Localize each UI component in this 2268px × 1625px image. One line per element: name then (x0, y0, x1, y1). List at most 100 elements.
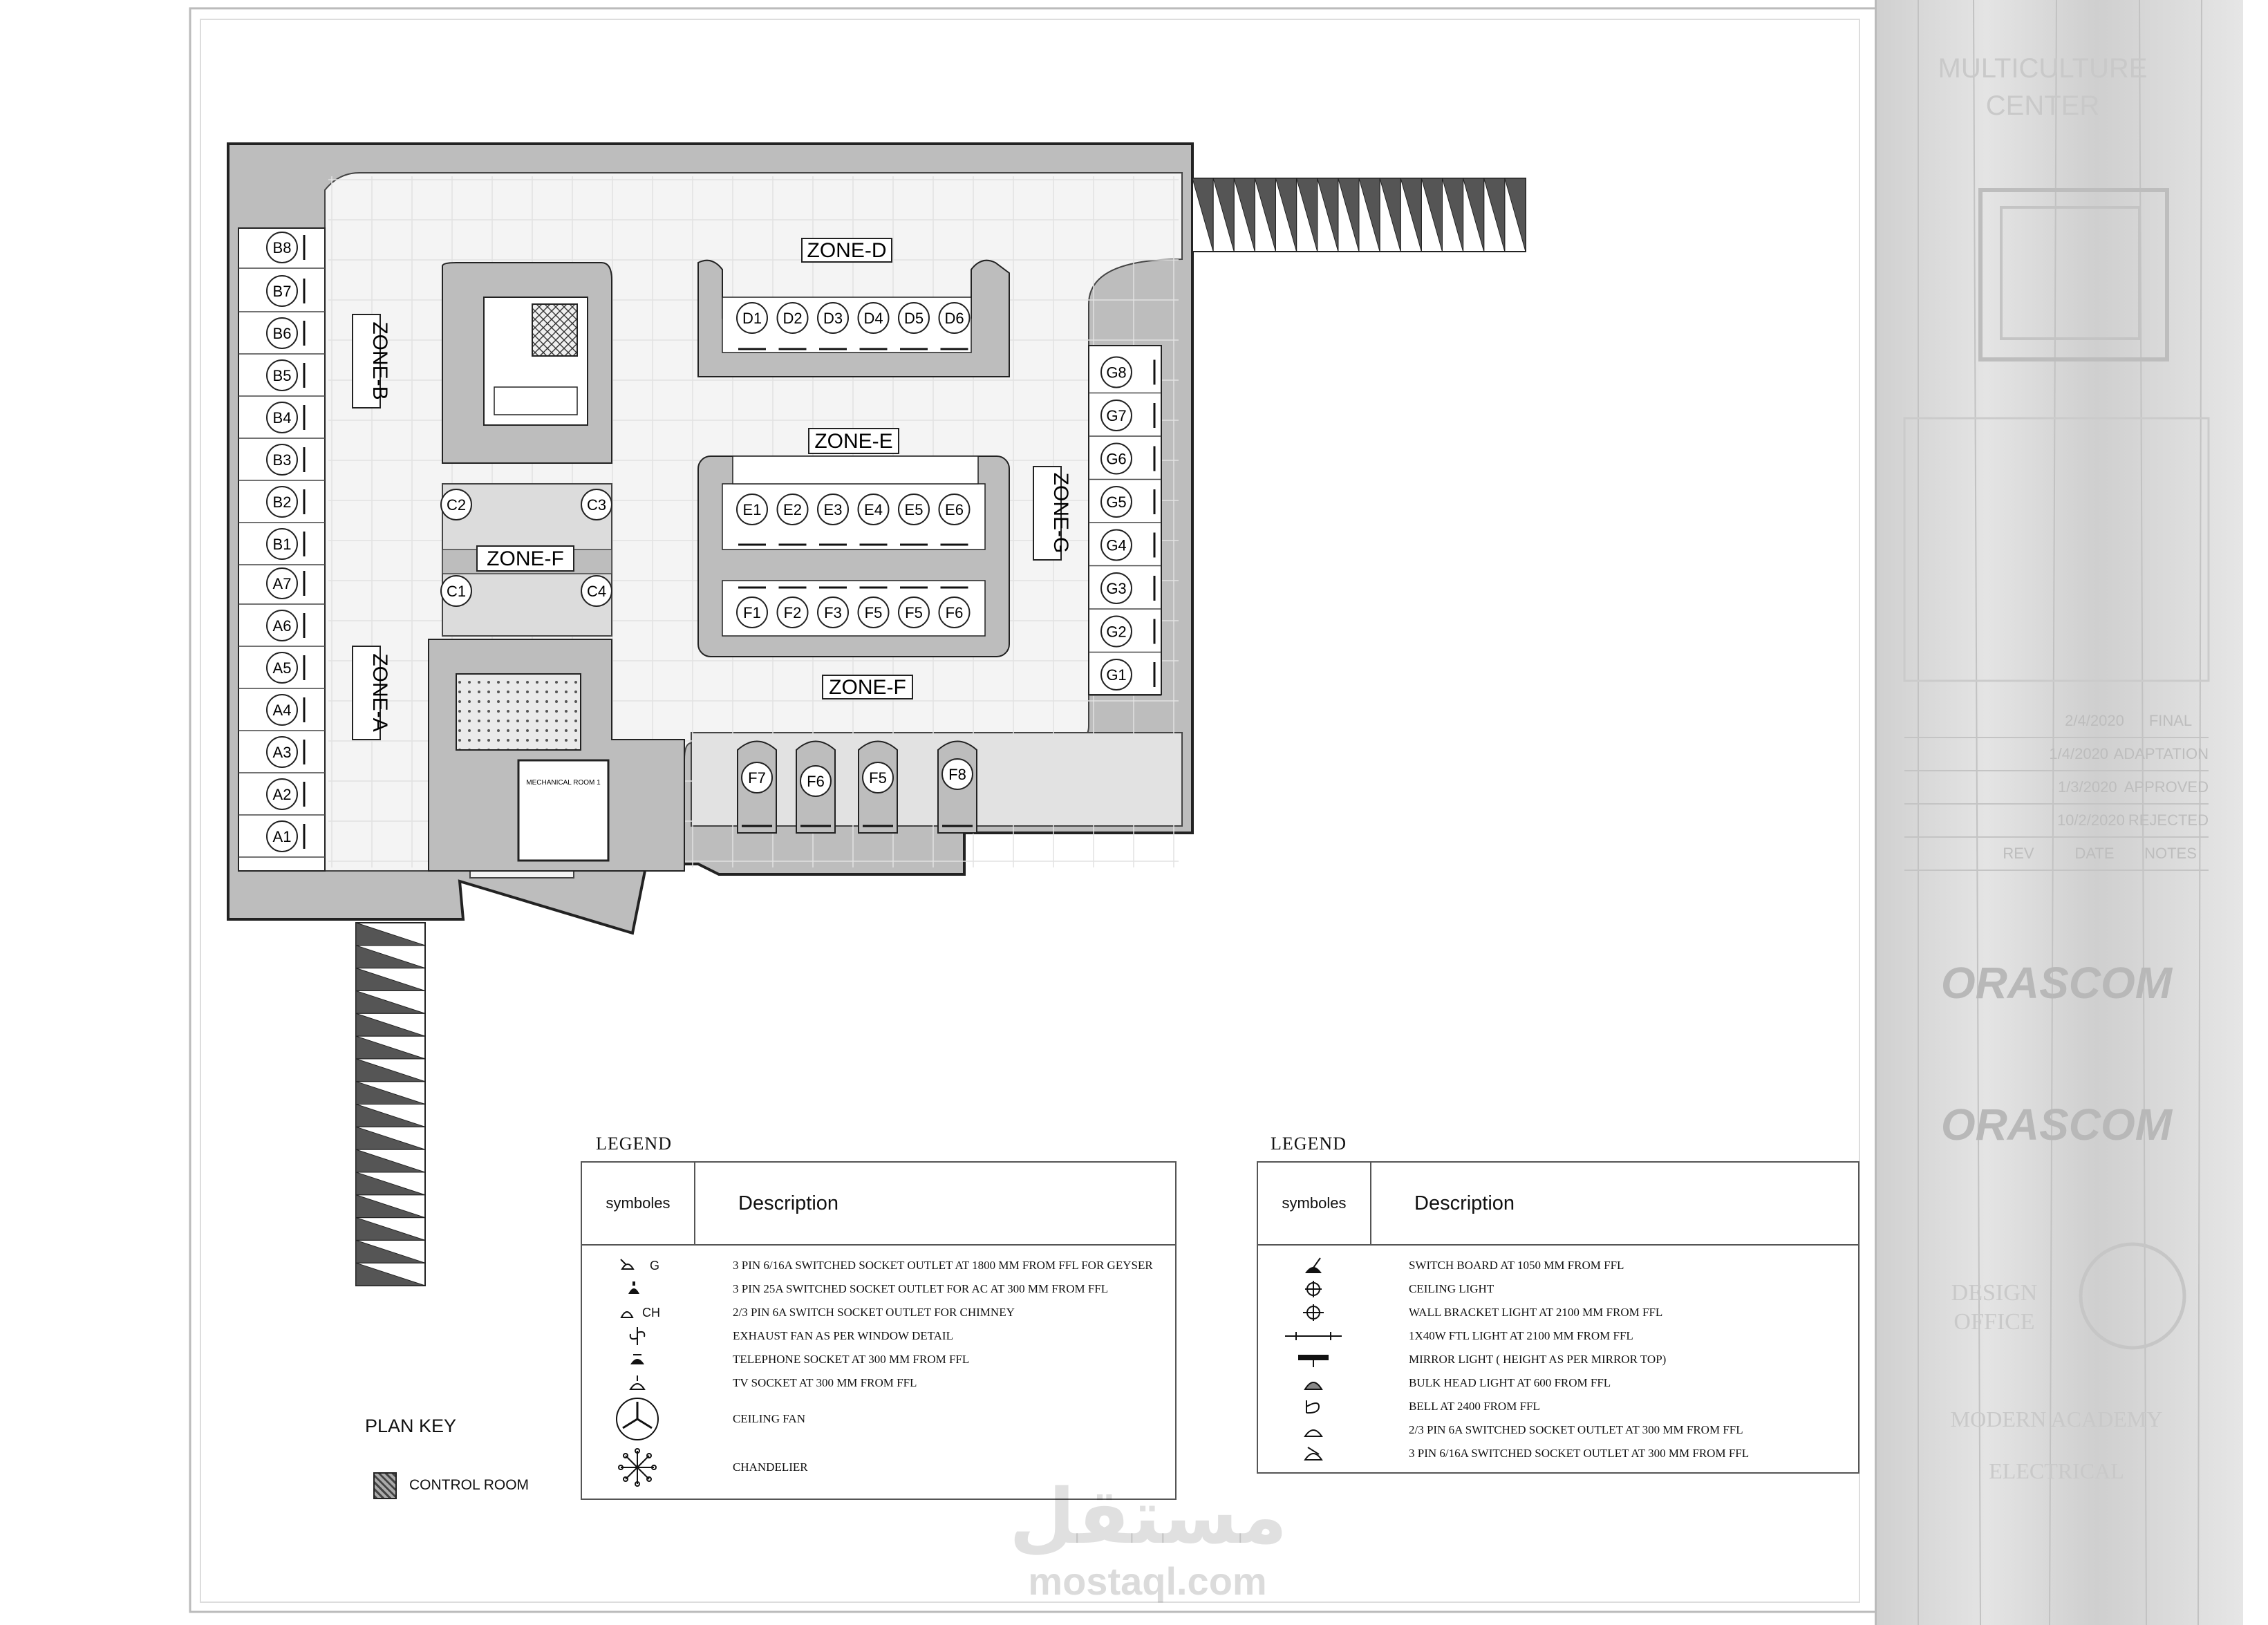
slot-label: F5 (869, 769, 887, 787)
legend-left-row-2: 3 PIN 25A SWITCHED SOCKET OUTLET FOR AC … (733, 1282, 1109, 1295)
socket-6a-icon (1258, 1421, 1369, 1439)
legend-left-col-description: Description (694, 1161, 1177, 1246)
parking-slot-g2: G2 (1100, 615, 1132, 648)
chimney-socket-icon: CH (582, 1304, 693, 1322)
revision-cell: 10/2/2020 (2056, 811, 2125, 829)
parking-slot-d5: D5 (898, 302, 930, 334)
legend-right-col-description: Description (1370, 1161, 1859, 1246)
stair-lower (456, 673, 581, 751)
control-room-swatch (373, 1472, 397, 1499)
project-title: MULTICULTURE CENTER (1938, 53, 2148, 121)
slot-label: G2 (1106, 623, 1126, 641)
tv-socket-icon (582, 1374, 693, 1392)
parking-slot-g8: G8 (1100, 356, 1132, 388)
slot-label: G7 (1106, 407, 1126, 424)
zone-b-label: ZONE-B (368, 321, 391, 400)
legend-right-table: symboles Description SWITCH BOARD AT 105… (1257, 1161, 1859, 1474)
parking-slot-b7: B7 (266, 275, 298, 307)
slot-label: B8 (273, 239, 292, 256)
revision-cell: ADAPTATION (2113, 745, 2209, 762)
slot-label: G3 (1106, 580, 1126, 597)
parking-slot-a6: A6 (266, 610, 298, 641)
parking-slot-d6: D6 (938, 302, 971, 334)
stair-steps (494, 386, 578, 415)
ceiling-light-icon (1258, 1279, 1369, 1299)
parking-slot-g4: G4 (1100, 529, 1132, 561)
slot-label: A1 (273, 828, 292, 845)
title-block: MULTICULTURE CENTER 2/4/2020 FINAL 1/4/202… (1875, 0, 2243, 1625)
parking-slot-f6: F6 (938, 597, 971, 628)
slot-label: B7 (273, 283, 292, 300)
parking-slot-g3: G3 (1100, 572, 1132, 604)
slot-label: F7 (748, 769, 766, 787)
slot-label: C3 (587, 496, 606, 514)
parking-slot-d3: D3 (817, 302, 849, 334)
parking-slot-c3: C3 (581, 489, 612, 520)
slot-label: F5 (905, 604, 923, 621)
bulk-head-light-icon (1258, 1374, 1369, 1392)
revision-row: 2/4/2020 FINAL (1904, 705, 2209, 738)
mechanical-room (517, 759, 610, 862)
parking-slot-f5: F5 (862, 762, 894, 793)
legend-left-row-1: 3 PIN 6/16A SWITCHED SOCKET OUTLET AT 18… (733, 1259, 1153, 1272)
telephone-socket-icon (582, 1351, 693, 1369)
parking-slot-d1: D1 (736, 302, 768, 334)
switch-board-icon (1258, 1255, 1369, 1276)
parking-slot-c1: C1 (440, 575, 472, 607)
slot-label: F3 (824, 604, 842, 621)
title-block-texture (1903, 0, 2210, 1625)
zone-labels: ZONE-D ZONE-E ZONE-F ZONE-F ZONE-B ZONE-… (352, 238, 1072, 740)
slot-label: B4 (273, 409, 292, 426)
revision-cell: 1/4/2020 (2049, 745, 2109, 762)
chimney-ch-label: CH (642, 1305, 660, 1319)
ftl-light-icon (1258, 1329, 1369, 1343)
legend-right-row-4: 1X40W FTL LIGHT AT 2100 MM FROM FFL (1409, 1329, 1633, 1342)
slot-label: F5 (865, 604, 883, 621)
slot-label: E3 (824, 501, 843, 518)
zone-f-top-label: ZONE-F (487, 547, 564, 570)
legend-right-row-9: 3 PIN 6/16A SWITCHED SOCKET OUTLET AT 30… (1409, 1447, 1750, 1460)
legend-left-row-6: TV SOCKET AT 300 MM FROM FFL (733, 1376, 917, 1389)
legend-right-row-3: WALL BRACKET LIGHT AT 2100 MM FROM FFL (1409, 1306, 1663, 1319)
parking-slot-g7: G7 (1100, 400, 1132, 431)
zone-g-label: ZONE-G (1049, 473, 1072, 554)
legend-left-row-3: 2/3 PIN 6A SWITCH SOCKET OUTLET FOR CHIM… (733, 1306, 1015, 1319)
slot-label: A7 (273, 575, 292, 592)
parking-slot-b1: B1 (266, 528, 298, 560)
parking-slot-f5: F5 (857, 597, 890, 628)
legend-left-row-4: EXHAUST FAN AS PER WINDOW DETAIL (733, 1329, 953, 1342)
parking-slot-a1: A1 (266, 820, 298, 852)
bottom-left-ramp (355, 922, 426, 1286)
slot-label: E5 (905, 501, 924, 518)
revision-cell: 2/4/2020 (2065, 712, 2124, 729)
slot-label: G1 (1106, 666, 1126, 684)
firm-logo-2: ORASCOM (1940, 1100, 2173, 1149)
firm-logo-1: ORASCOM (1940, 958, 2173, 1008)
mechanical-room-label: MECHANICAL ROOM 1 (526, 779, 601, 787)
slot-label: D3 (823, 310, 843, 327)
legend-left-col-symbols: symboles (581, 1161, 695, 1246)
parking-slot-e1: E1 (736, 494, 768, 525)
revision-cell: FINAL (2148, 712, 2193, 729)
parking-slot-f1: F1 (736, 597, 768, 628)
legend-left-row-8: CHANDELIER (733, 1460, 808, 1474)
revision-cell: DATE (2074, 845, 2115, 862)
slot-label: D4 (863, 310, 883, 327)
legend-right-title: LEGEND (1271, 1134, 1347, 1154)
parking-slot-f8: F8 (941, 758, 973, 790)
slot-label: G5 (1106, 494, 1126, 511)
revision-cell: REV (2003, 845, 2034, 862)
slot-label: B2 (273, 494, 292, 511)
slot-label: D1 (742, 310, 762, 327)
slot-label: F6 (946, 604, 964, 621)
discipline-name: ELECTRICAL (1989, 1458, 2124, 1483)
watermark-arabic: مستقل (1009, 1472, 1288, 1561)
parking-slot-e5: E5 (898, 494, 930, 525)
slot-label: G8 (1106, 364, 1126, 382)
legend-right-row-7: BELL AT 2400 FROM FFL (1409, 1400, 1540, 1413)
legend-right-row-2: CEILING LIGHT (1409, 1282, 1494, 1295)
